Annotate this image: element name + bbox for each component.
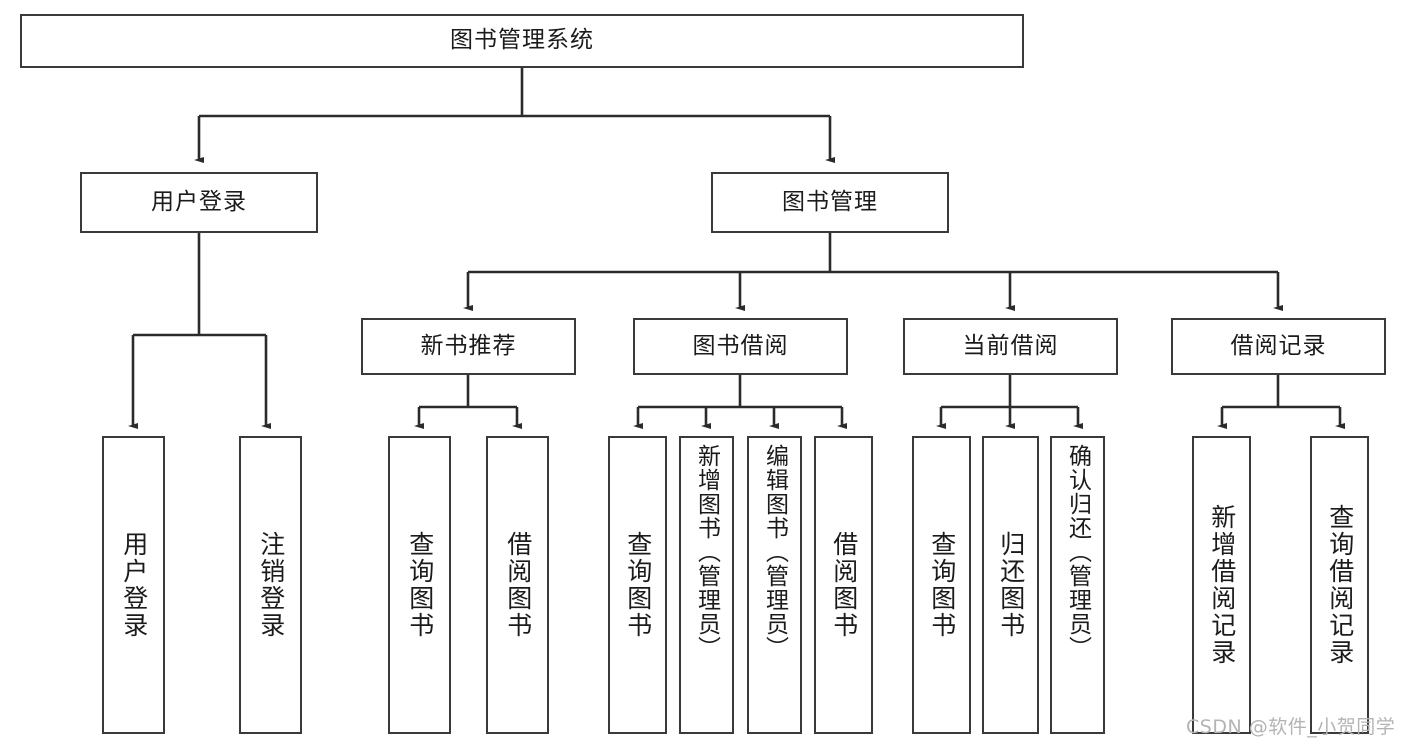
leaf-borrow-borrow-book[interactable]: 借阅图书 xyxy=(814,436,873,734)
node-label: 新书推荐 xyxy=(420,332,517,359)
node-label: 图书管理系统 xyxy=(450,27,594,54)
node-label: 查询图书 xyxy=(623,531,653,639)
leaf-borrow-add-book-admin[interactable]: 新增图书（管理员） xyxy=(679,436,734,734)
node-label: 编辑图书（管理员） xyxy=(761,444,788,660)
node-label: 图书借阅 xyxy=(692,332,789,359)
leaf-records-query-record[interactable]: 查询借阅记录 xyxy=(1310,436,1369,734)
leaf-borrow-query-book[interactable]: 查询图书 xyxy=(608,436,667,734)
node-label: 当前借阅 xyxy=(962,332,1059,359)
node-root-system[interactable]: 图书管理系统 xyxy=(20,14,1024,68)
leaf-user-login-logout[interactable]: 注销登录 xyxy=(239,436,302,734)
node-label: 借阅图书 xyxy=(503,531,533,639)
leaf-current-return-book[interactable]: 归还图书 xyxy=(982,436,1039,734)
node-label: 借阅图书 xyxy=(829,531,859,639)
leaf-records-add-record[interactable]: 新增借阅记录 xyxy=(1192,436,1251,734)
node-label: 用户登录 xyxy=(151,188,247,215)
leaf-recommend-query-book[interactable]: 查询图书 xyxy=(388,436,451,734)
node-label: 查询图书 xyxy=(927,531,957,639)
leaf-current-query-book[interactable]: 查询图书 xyxy=(912,436,971,734)
node-borrow-records[interactable]: 借阅记录 xyxy=(1171,318,1386,375)
node-label: 借阅记录 xyxy=(1230,332,1327,359)
node-book-management[interactable]: 图书管理 xyxy=(711,172,949,233)
node-label: 注销登录 xyxy=(256,531,286,639)
watermark: CSDN @软件_小贺同学 xyxy=(1186,716,1396,738)
node-label: 图书管理 xyxy=(782,188,878,215)
node-label: 确认归还（管理员） xyxy=(1064,444,1091,660)
node-user-login[interactable]: 用户登录 xyxy=(80,172,318,233)
node-label: 新增借阅记录 xyxy=(1207,504,1237,666)
node-label: 新增图书（管理员） xyxy=(693,444,720,660)
node-new-book-recommend[interactable]: 新书推荐 xyxy=(361,318,576,375)
node-label: 用户登录 xyxy=(119,531,149,639)
node-current-borrow[interactable]: 当前借阅 xyxy=(903,318,1118,375)
node-label: 查询借阅记录 xyxy=(1325,504,1355,666)
node-label: 归还图书 xyxy=(996,531,1026,639)
node-book-borrow[interactable]: 图书借阅 xyxy=(633,318,848,375)
leaf-user-login-login[interactable]: 用户登录 xyxy=(102,436,165,734)
leaf-current-confirm-return-admin[interactable]: 确认归还（管理员） xyxy=(1050,436,1105,734)
leaf-borrow-edit-book-admin[interactable]: 编辑图书（管理员） xyxy=(747,436,802,734)
leaf-recommend-borrow-book[interactable]: 借阅图书 xyxy=(486,436,549,734)
node-label: 查询图书 xyxy=(405,531,435,639)
